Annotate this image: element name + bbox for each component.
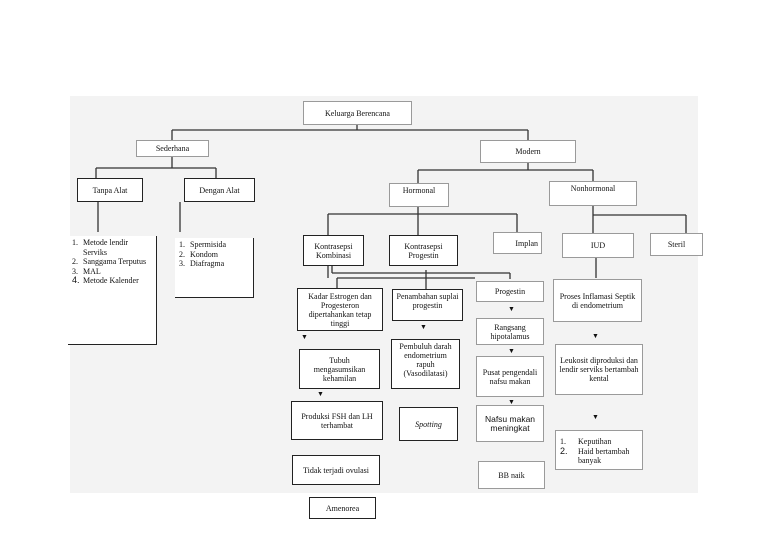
arrow-down-icon: ▼ bbox=[508, 347, 515, 355]
step-text: Tidak terjadi ovulasi bbox=[303, 465, 369, 475]
list-item: 2. Sanggama Terputus bbox=[72, 257, 152, 267]
steril-label: Steril bbox=[667, 240, 686, 249]
arrow-down-icon: ▼ bbox=[508, 305, 515, 313]
iud-step-1: Proses Inflamasi Septik di endometrium bbox=[553, 279, 642, 322]
arrow-down-icon: ▼ bbox=[420, 323, 427, 331]
kombinasi-step-4: Tidak terjadi ovulasi bbox=[292, 455, 380, 485]
progestin-step-2: Pembuluh darah endometrium rapuh (Vasodi… bbox=[391, 339, 460, 389]
node-tanpa-alat: Tanpa Alat bbox=[77, 178, 143, 202]
implan-step-5: BB naik bbox=[478, 461, 545, 489]
kombinasi-step-3: Produksi FSH dan LH terhambat bbox=[291, 401, 383, 440]
list-text: Diafragma bbox=[190, 259, 225, 268]
list-text: Haid bertambah banyak bbox=[578, 446, 630, 466]
step-text: Kadar Estrogen dan Progesteron dipertaha… bbox=[308, 291, 372, 328]
node-steril: Steril bbox=[650, 233, 703, 256]
list-number: 1. bbox=[560, 437, 566, 446]
arrow-down-icon: ▼ bbox=[317, 390, 324, 398]
step-text: Leukosit diproduksi dan lendir serviks b… bbox=[559, 356, 639, 383]
step-text: Produksi FSH dan LH terhambat bbox=[301, 411, 373, 430]
list-item: 1. Metode lendir Serviks bbox=[72, 238, 152, 257]
step-text: Rangsang hipotalamus bbox=[490, 322, 530, 341]
sederhana-label: Sederhana bbox=[155, 144, 190, 153]
node-sederhana: Sederhana bbox=[136, 140, 209, 157]
kombinasi-step-5: Amenorea bbox=[309, 497, 376, 519]
implan-step-3: Pusat pengendali nafsu makan bbox=[476, 356, 544, 397]
step-text: Tubuh mengasumsikan kehamilan bbox=[313, 355, 366, 383]
node-modern: Modern bbox=[480, 140, 576, 163]
list-number: 3. bbox=[179, 259, 185, 268]
hormonal-label: Hormonal bbox=[402, 186, 436, 195]
list-text: Metode Kalender bbox=[83, 276, 139, 285]
list-number: 1. bbox=[72, 238, 78, 247]
list-number: 2. bbox=[72, 257, 78, 266]
implan-step-2: Rangsang hipotalamus bbox=[476, 318, 544, 345]
kombinasi-label: Kontrasepsi Kombinasi bbox=[314, 241, 353, 260]
arrow-down-icon: ▼ bbox=[301, 333, 308, 341]
list-text: Keputihan bbox=[578, 437, 612, 446]
list-number: 2. bbox=[560, 445, 568, 456]
dengan-alat-label: Dengan Alat bbox=[199, 185, 240, 195]
root-label: Keluarga Berencana bbox=[325, 108, 390, 118]
arrow-down-icon: ▼ bbox=[592, 332, 599, 340]
list-item: 4.Metode Kalender bbox=[72, 275, 152, 286]
modern-label: Modern bbox=[515, 147, 541, 156]
implan-label: Implan bbox=[515, 238, 538, 248]
dengan-alat-list: 1. Spermisida 2. Kondom 3. Diafragma bbox=[175, 238, 254, 298]
arrow-down-icon: ▼ bbox=[508, 398, 515, 406]
tanpa-alat-list: 1. Metode lendir Serviks 2. Sanggama Terpu… bbox=[68, 236, 157, 345]
arrow-down-icon: ▼ bbox=[592, 413, 599, 421]
kombinasi-step-2: Tubuh mengasumsikan kehamilan bbox=[299, 349, 380, 389]
list-number: 2. bbox=[179, 249, 185, 259]
node-dengan-alat: Dengan Alat bbox=[184, 178, 255, 202]
list-text: MAL bbox=[83, 266, 101, 276]
iud-label: IUD bbox=[590, 241, 606, 250]
list-item: 1. Keputihan bbox=[560, 437, 638, 447]
list-number: 4. bbox=[72, 275, 80, 285]
root-node: Keluarga Berencana bbox=[303, 101, 412, 125]
step-text: Nafsu makan meningkat bbox=[484, 413, 536, 433]
node-hormonal: Hormonal bbox=[389, 183, 449, 207]
implan-step-1: Progestin bbox=[476, 281, 544, 302]
progestin-step-1: Penambahan suplai progestin bbox=[392, 289, 463, 321]
node-implan: Implan bbox=[493, 232, 542, 254]
step-text: Penambahan suplai progestin bbox=[396, 292, 459, 310]
node-nonhormonal: Nonhormonal bbox=[549, 181, 637, 206]
step-text: Amenorea bbox=[325, 503, 360, 513]
progestin-step-3: Spotting bbox=[399, 407, 458, 441]
implan-step-4: Nafsu makan meningkat bbox=[476, 405, 544, 442]
list-item: 3. Diafragma bbox=[179, 259, 249, 269]
tanpa-alat-label: Tanpa Alat bbox=[92, 185, 128, 195]
step-text: Pusat pengendali nafsu makan bbox=[482, 367, 538, 386]
list-item: 2. Haid bertambah banyak bbox=[560, 445, 638, 466]
step-text: Progestin bbox=[494, 287, 526, 296]
list-text: Metode lendir Serviks bbox=[83, 238, 129, 257]
step-text: Spotting bbox=[415, 419, 442, 429]
list-number: 1. bbox=[179, 240, 185, 249]
node-iud: IUD bbox=[562, 233, 634, 258]
node-kontrasepsi-kombinasi: Kontrasepsi Kombinasi bbox=[303, 235, 364, 266]
iud-effects-list: 1. Keputihan 2. Haid bertambah banyak bbox=[555, 430, 643, 470]
iud-step-2: Leukosit diproduksi dan lendir serviks b… bbox=[555, 344, 643, 395]
list-text: Kondom bbox=[190, 249, 218, 259]
list-item: 1. Spermisida bbox=[179, 240, 249, 250]
list-text: Sanggama Terputus bbox=[83, 257, 147, 266]
nonhormonal-label: Nonhormonal bbox=[570, 184, 616, 193]
list-number: 3. bbox=[72, 266, 78, 276]
list-text: Spermisida bbox=[190, 240, 226, 249]
list-item: 2. Kondom bbox=[179, 250, 249, 260]
kombinasi-step-1: Kadar Estrogen dan Progesteron dipertaha… bbox=[297, 288, 383, 331]
step-text: BB naik bbox=[498, 470, 525, 480]
progestin-label: Kontrasepsi Progestin bbox=[404, 241, 443, 260]
step-text: Proses Inflamasi Septik di endometrium bbox=[559, 291, 636, 310]
list-item: 3. MAL bbox=[72, 267, 152, 277]
step-text: Pembuluh darah endometrium rapuh (Vasodi… bbox=[399, 342, 452, 378]
node-kontrasepsi-progestin: Kontrasepsi Progestin bbox=[389, 235, 458, 266]
